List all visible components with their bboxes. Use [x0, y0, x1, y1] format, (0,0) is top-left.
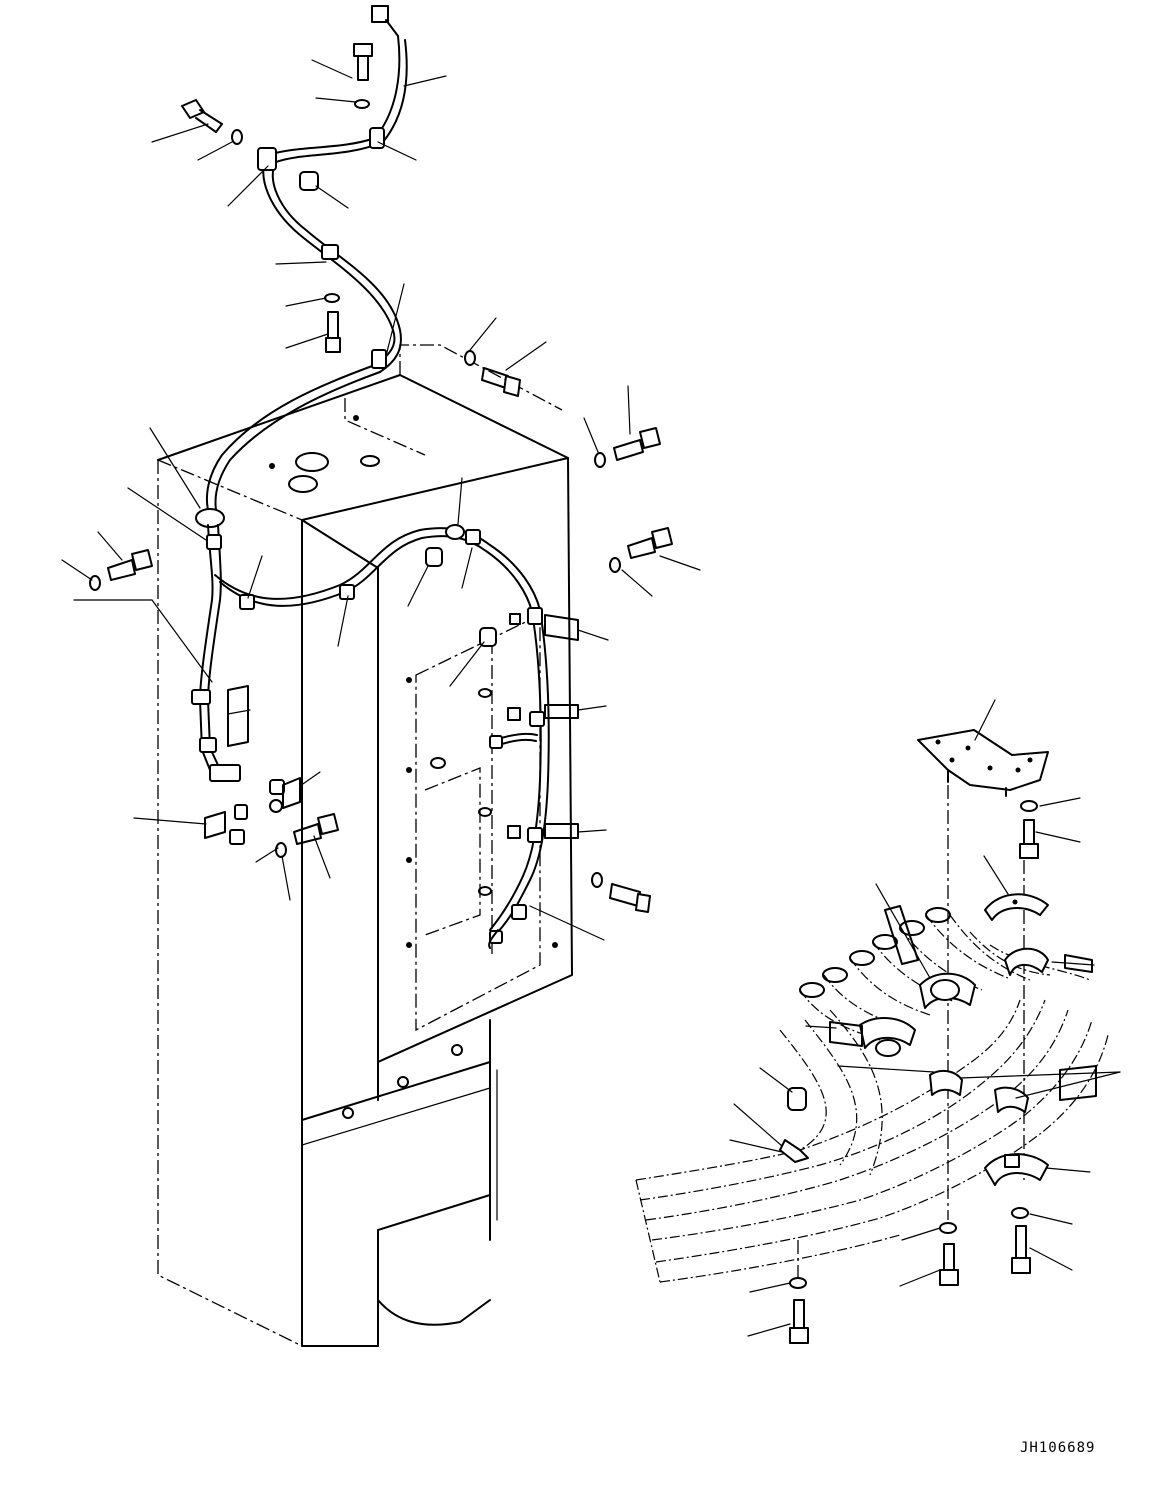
cabinet-housing	[157, 344, 573, 1347]
leader-lines-left	[61, 59, 701, 941]
wiring-harness	[191, 5, 579, 949]
fasteners-left	[89, 43, 673, 913]
leader-lines-right	[729, 699, 1121, 1337]
drawing-code: JH106689	[1020, 1440, 1096, 1456]
hose-clamp-assembly	[635, 729, 1109, 1344]
